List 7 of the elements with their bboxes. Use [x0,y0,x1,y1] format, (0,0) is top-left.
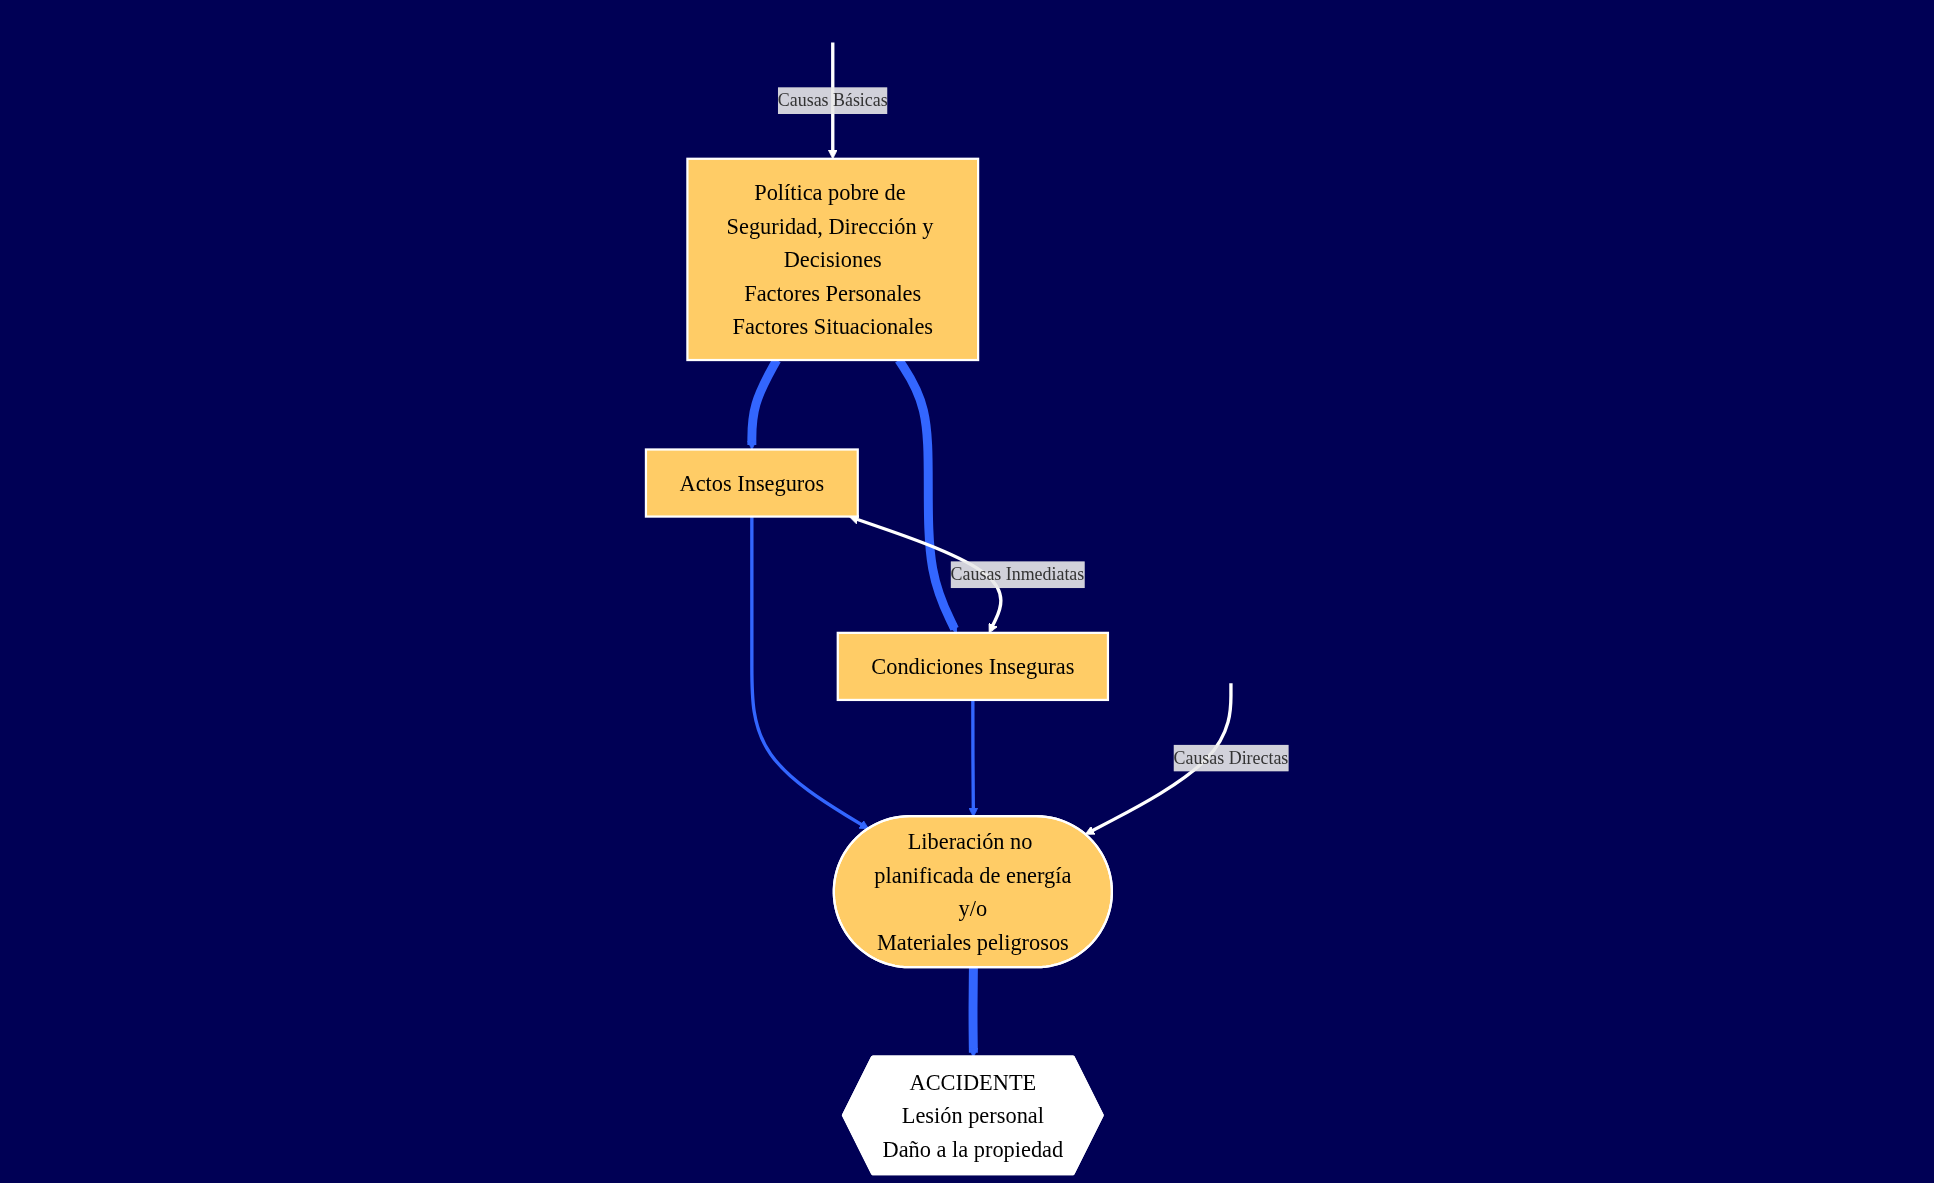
node-box: Política pobre de Seguridad, Dirección y Decisiones Factores Personales Factores Situacionales [686,157,980,362]
edge-label: Causas Inmediatas [950,564,1085,584]
edge-label: Causas Básicas [777,90,888,110]
node-box: Condiciones Inseguras [836,631,1109,702]
arrow [750,516,870,830]
edge-label: Causas Directas [1173,748,1289,768]
node-box: Actos Inseguros [644,448,859,518]
